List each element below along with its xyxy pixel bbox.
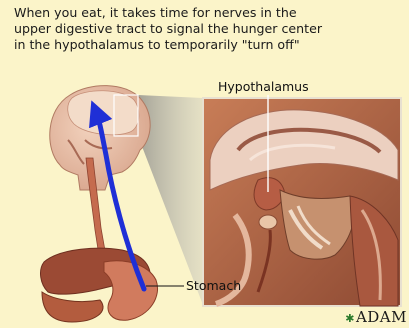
adam-logo-text: ADAM [356, 308, 407, 326]
stomach-label: Stomach [186, 278, 241, 293]
adam-star-icon: ✱ [345, 312, 355, 325]
brain-detail-panel [203, 98, 401, 306]
head-silhouette [50, 86, 150, 190]
adam-logo: ✱ADAM [345, 308, 407, 326]
hypothalamus-label: Hypothalamus [218, 79, 309, 94]
